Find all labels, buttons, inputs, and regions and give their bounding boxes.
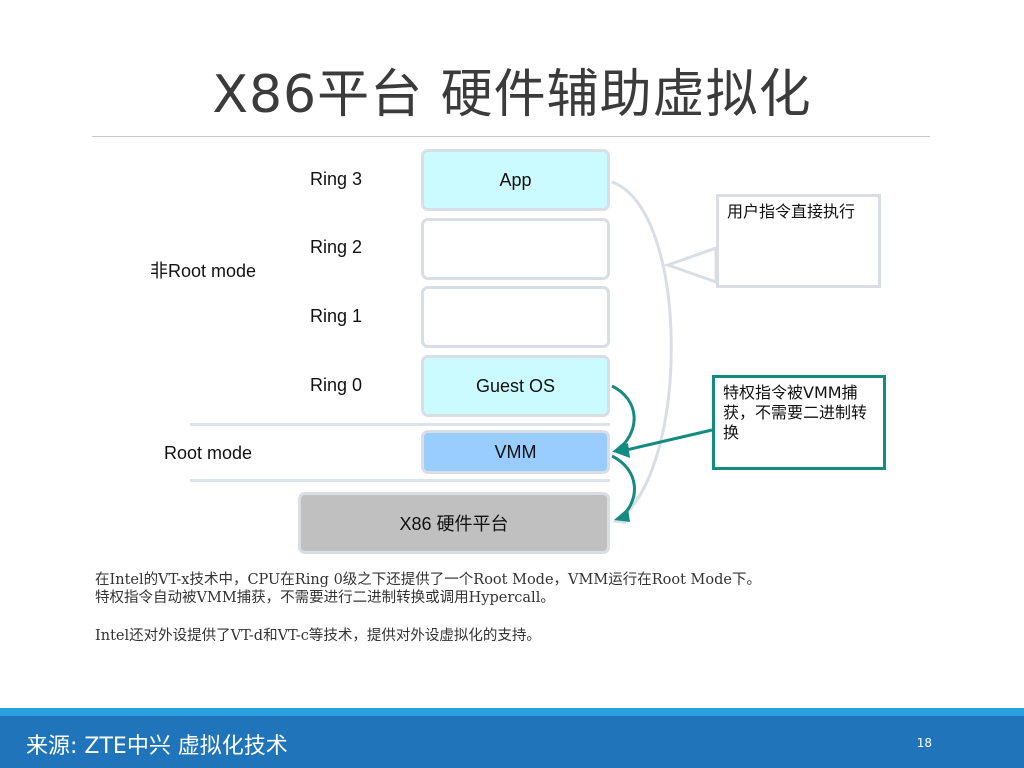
body-line-3: Intel还对外设提供了VT-d和VT-c等技术，提供对外设虚拟化的支持。 <box>95 628 541 644</box>
ring-3-label: Ring 3 <box>310 169 363 189</box>
root-mode-label: Root mode <box>164 443 253 463</box>
footer-source: 来源: ZTE中兴 虚拟化技术 <box>26 734 288 759</box>
vmm-box-label: VMM <box>494 441 537 462</box>
guest-os-box-label: Guest OS <box>475 375 556 396</box>
user-path-curve <box>611 180 673 522</box>
ring-0-guest-os-box: Guest OS <box>421 355 610 417</box>
user-callout-pointer <box>663 245 718 285</box>
x86-hardware-box: X86 硬件平台 <box>298 492 610 554</box>
root-mode-top-separator <box>190 423 610 426</box>
app-box-label: App <box>499 169 532 190</box>
vmm-to-hw-arrow <box>611 454 636 518</box>
title-divider <box>92 136 930 137</box>
ring-2-box <box>421 218 610 280</box>
vmm-box: VMM <box>421 430 610 474</box>
footer-accent-band <box>0 708 1024 716</box>
body-line-2: 特权指令自动被VMM捕获，不需要进行二进制转换或调用Hypercall。 <box>95 590 555 606</box>
guest-to-vmm-arrow <box>611 384 636 450</box>
privileged-instructions-text: 特权指令被VMM捕获，不需要二进制转换 <box>723 383 868 442</box>
slide-title: X86平台 硬件辅助虚拟化 <box>212 65 812 125</box>
body-line-1: 在Intel的VT-x技术中，CPU在Ring 0级之下还提供了一个Root M… <box>95 572 761 588</box>
ring-1-label: Ring 1 <box>310 306 363 326</box>
privileged-callout-arrowhead <box>614 443 630 458</box>
privileged-instructions-callout: 特权指令被VMM捕获，不需要二进制转换 <box>712 375 886 470</box>
footer-bar: 来源: ZTE中兴 虚拟化技术 18 <box>0 716 1024 768</box>
non-root-mode-label: 非Root mode <box>150 261 257 281</box>
ring-0-label: Ring 0 <box>310 375 363 395</box>
ring-3-app-box: App <box>421 149 610 211</box>
ring-1-box <box>421 286 610 348</box>
page-number: 18 <box>916 736 932 750</box>
hardware-box-label: X86 硬件平台 <box>399 514 509 534</box>
root-mode-bottom-separator <box>190 479 610 482</box>
ring-2-label: Ring 2 <box>310 237 363 257</box>
privileged-callout-pointer <box>621 428 713 453</box>
user-instructions-callout: 用户指令直接执行 <box>716 194 881 288</box>
user-instructions-text: 用户指令直接执行 <box>727 202 856 221</box>
vmm-to-hw-arrowhead <box>614 508 630 522</box>
